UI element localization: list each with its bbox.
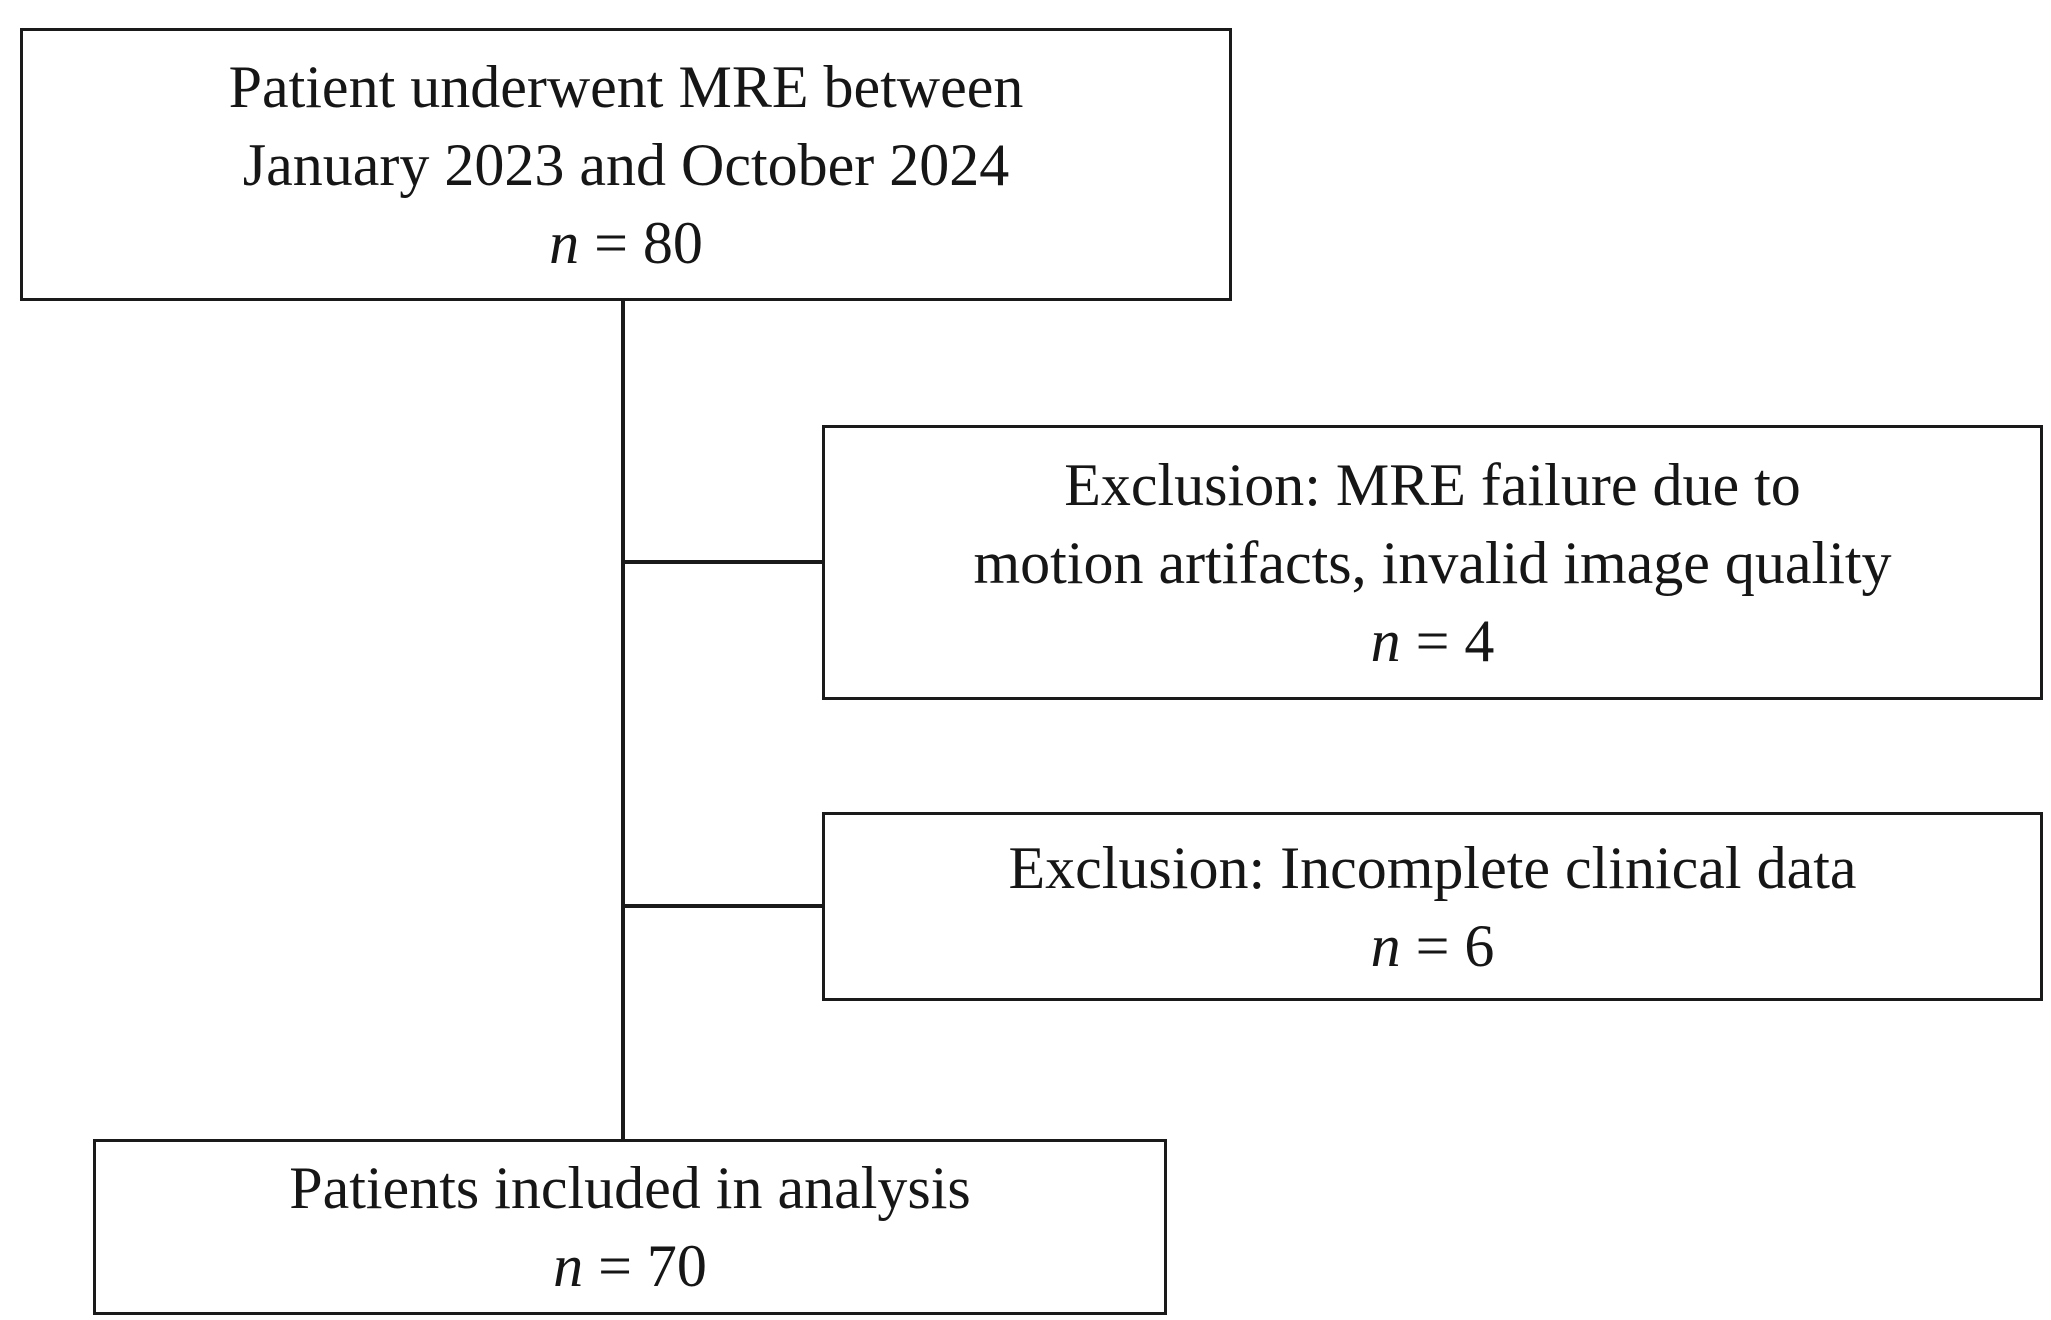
enrollment-line-1: Patient underwent MRE between (228, 53, 1024, 120)
box-included-in-analysis: Patients included in analysis n = 70 (93, 1139, 1167, 1315)
included-count: n = 70 (553, 1227, 707, 1305)
enrollment-n-variable: n (549, 209, 580, 276)
exclusion-data-count: n = 6 (1371, 907, 1495, 985)
exclusion-mre-line-2: motion artifacts, invalid image quality (973, 529, 1892, 596)
enrollment-line-2: January 2023 and October 2024 (242, 131, 1010, 198)
enrollment-n-value: = 80 (579, 209, 703, 276)
box-exclusion-incomplete-data: Exclusion: Incomplete clinical data n = … (822, 812, 2043, 1001)
connector-branch-exclusion-2 (623, 904, 822, 908)
exclusion-mre-n-value: = 4 (1400, 607, 1495, 674)
connector-vertical-line (621, 299, 625, 1141)
exclusion-data-n-value: = 6 (1400, 912, 1495, 979)
included-n-value: = 70 (583, 1233, 707, 1299)
box-exclusion-mre-failure: Exclusion: MRE failure due to motion art… (822, 425, 2043, 700)
exclusion-mre-n-variable: n (1370, 607, 1401, 674)
connector-branch-exclusion-1 (623, 560, 822, 564)
exclusion-mre-line-1: Exclusion: MRE failure due to (1064, 451, 1801, 518)
included-line-1: Patients included in analysis (289, 1155, 971, 1221)
included-n-variable: n (553, 1233, 584, 1299)
exclusion-data-line-1: Exclusion: Incomplete clinical data (1008, 834, 1857, 901)
box-enrollment: Patient underwent MRE between January 20… (20, 28, 1232, 301)
exclusion-mre-count: n = 4 (1371, 602, 1495, 680)
exclusion-data-n-variable: n (1370, 912, 1401, 979)
enrollment-count: n = 80 (549, 204, 703, 282)
